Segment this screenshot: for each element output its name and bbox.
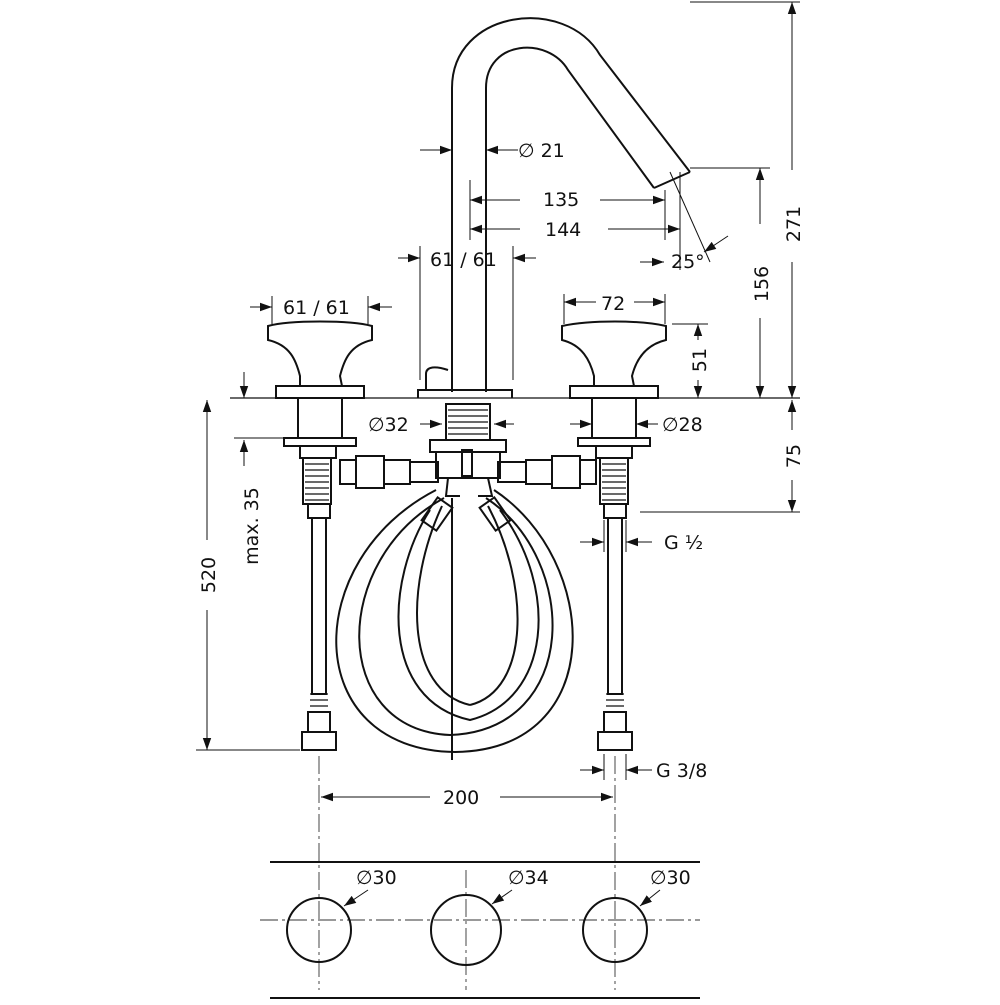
dim-hole-right-label: ∅30 — [650, 867, 691, 889]
dim-hole-center-label: ∅34 — [508, 867, 549, 889]
dim-thread-inlet-label: G ½ — [664, 532, 703, 554]
dim-handle-right-label: 72 — [601, 293, 625, 315]
dim-reach-135-label: 135 — [543, 189, 579, 211]
dim-height-51-label: 51 — [689, 348, 711, 372]
dim-hose-length: 520 — [196, 400, 300, 751]
hole-center — [430, 894, 502, 966]
dim-center-distance: 200 — [321, 787, 613, 809]
dim-spout-diameter-label: ∅ 21 — [518, 140, 565, 162]
deck-plate — [270, 861, 700, 999]
dim-shank-handle-label: ∅28 — [662, 414, 703, 436]
dim-handle-left: 61 / 61 — [250, 296, 392, 324]
dim-reach-144-label: 144 — [545, 219, 581, 241]
dim-spout-base: 61 / 61 — [398, 246, 536, 380]
hoses — [335, 489, 574, 754]
center-shank — [429, 403, 507, 760]
dim-handle-left-label: 61 / 61 — [283, 297, 350, 319]
dim-shank-diameters: ∅32 ∅28 — [368, 414, 703, 436]
dim-hose-length-label: 520 — [198, 557, 220, 593]
dim-holes: ∅30 ∅34 ∅30 — [343, 867, 691, 907]
dim-angle-label: 25° — [671, 251, 705, 273]
dim-thread-inlet: G ½ — [580, 520, 703, 554]
dim-max-thickness: max. 35 — [234, 372, 284, 565]
dim-shank-spout-label: ∅32 — [368, 414, 409, 436]
hole-left — [286, 897, 352, 963]
hole-right — [582, 897, 648, 963]
dim-height-271-label: 271 — [783, 206, 805, 242]
dim-max-thickness-label: max. 35 — [241, 487, 263, 565]
dim-reach: 135 144 25° — [469, 171, 729, 273]
dim-shank-length-label: 75 — [783, 444, 805, 468]
dim-spout-diameter: ∅ 21 — [420, 140, 565, 162]
dim-thread-outlet-label: G 3/8 — [656, 760, 707, 782]
dim-thread-outlet: G 3/8 — [580, 754, 707, 782]
spout — [417, 17, 691, 398]
dim-center-distance-label: 200 — [443, 787, 479, 809]
dim-handle-right: 72 — [563, 293, 666, 324]
connectors — [339, 455, 597, 489]
dim-hole-left-label: ∅30 — [356, 867, 397, 889]
dim-height-156-label: 156 — [751, 266, 773, 302]
handle-right — [561, 320, 667, 751]
dim-shank-length: 75 — [640, 400, 805, 513]
dim-spout-base-label: 61 / 61 — [430, 249, 497, 271]
handle-left — [267, 320, 373, 751]
dim-heights: 271 156 51 — [672, 1, 805, 398]
